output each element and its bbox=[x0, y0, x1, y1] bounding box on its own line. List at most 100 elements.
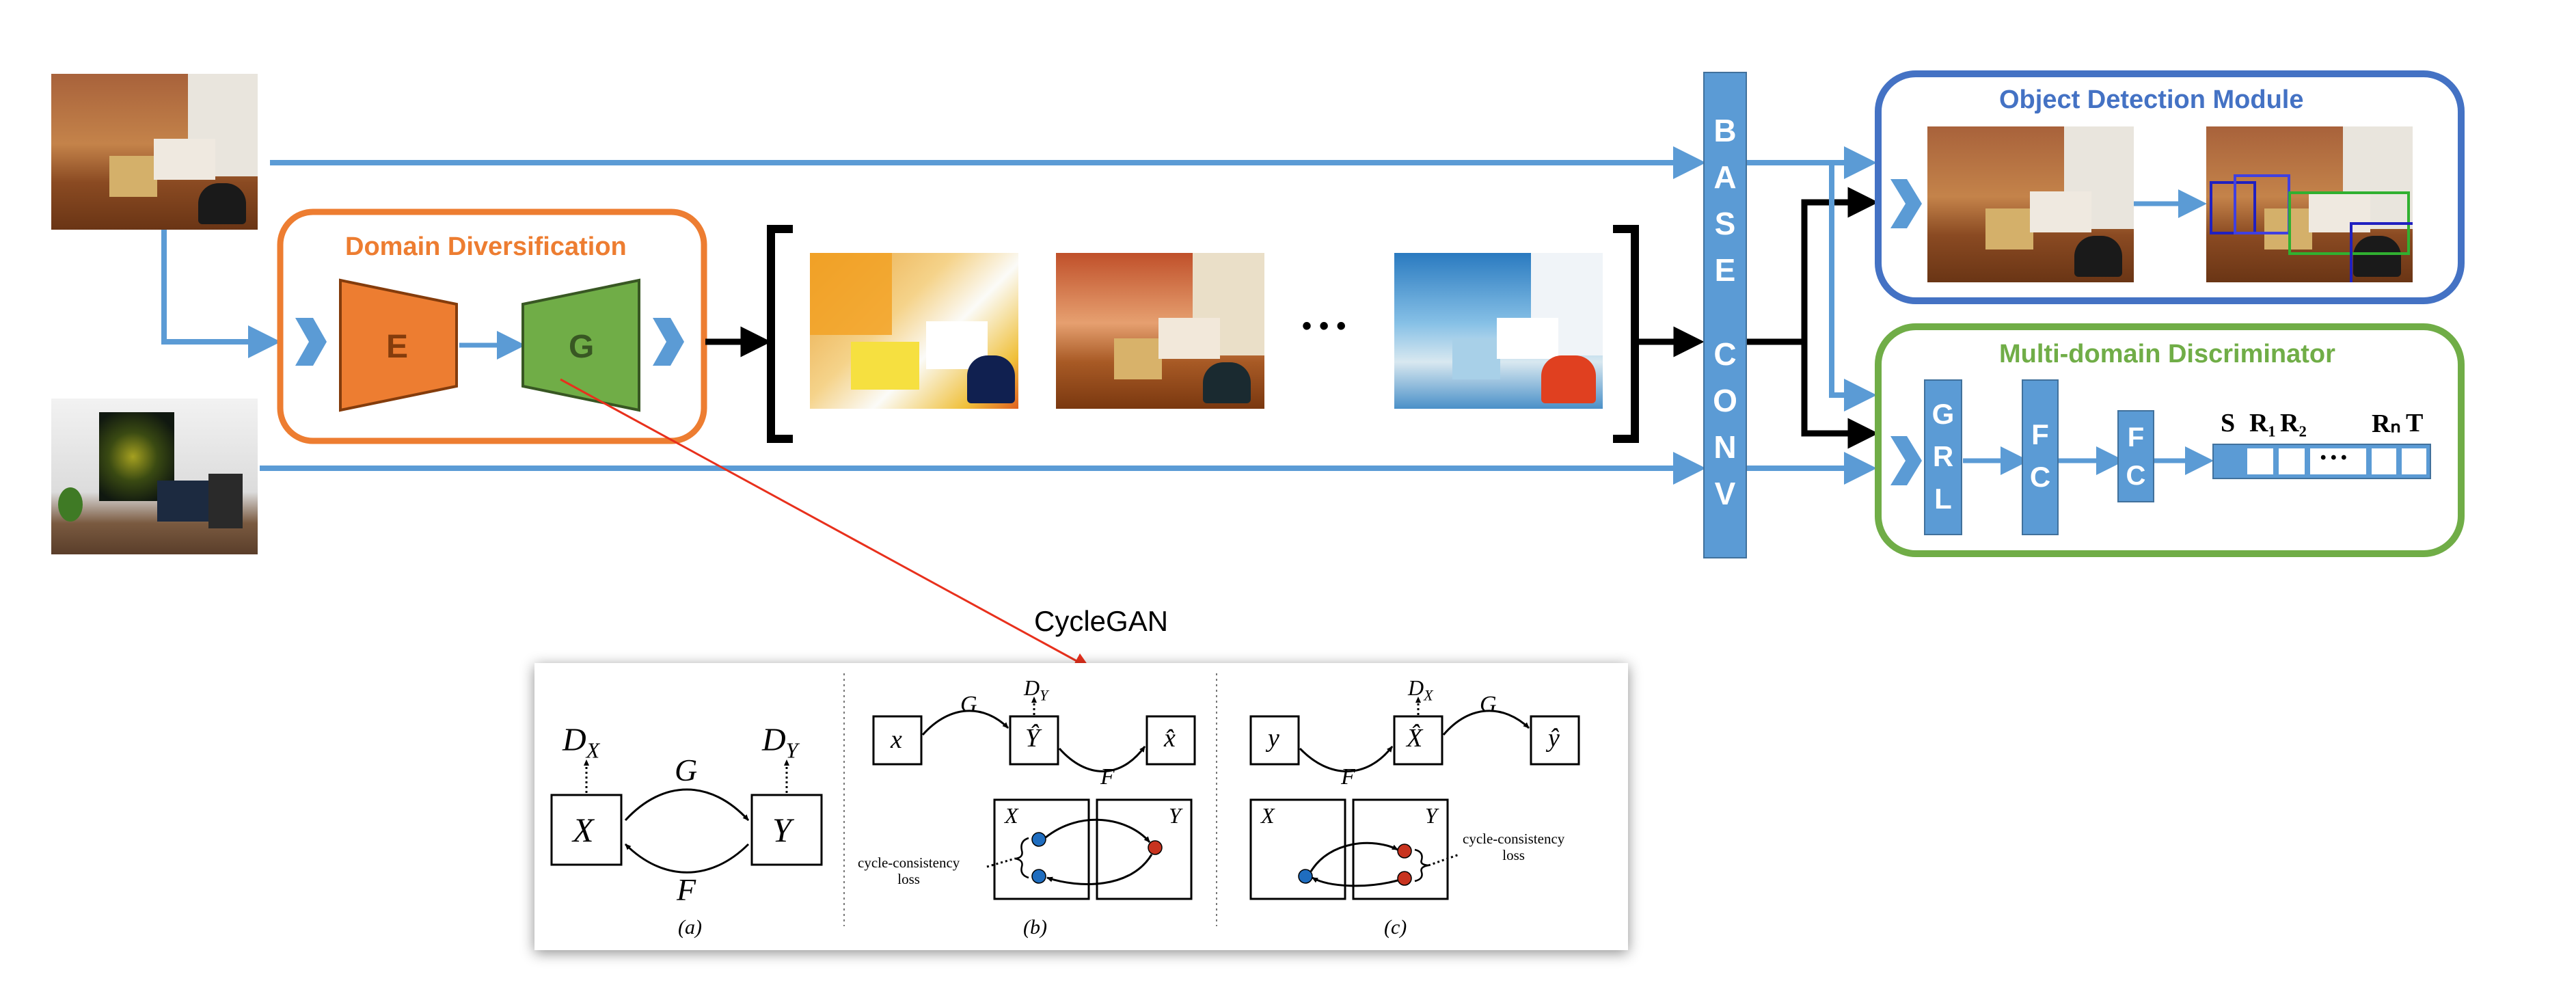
vector-cell-s bbox=[2219, 448, 2242, 474]
b-box-yhat bbox=[1009, 715, 1059, 766]
left-bracket bbox=[767, 225, 793, 443]
vector-cell-r1 bbox=[2247, 448, 2273, 474]
c-domain-x bbox=[1249, 798, 1346, 900]
base-letter: E bbox=[1714, 252, 1736, 288]
c-dot-red-bottom bbox=[1397, 871, 1412, 886]
object-detection-box bbox=[1875, 70, 2465, 304]
b-loss-dotted bbox=[986, 857, 1016, 868]
discriminator-title: Multi-domain Discriminator bbox=[1999, 340, 2335, 368]
base-letter: S bbox=[1714, 206, 1736, 241]
vector-label-r2: R₂ bbox=[2280, 409, 2307, 437]
c-domain-y bbox=[1352, 798, 1449, 900]
c-yhat-label: ŷ bbox=[1548, 724, 1560, 753]
dd-input-chevron bbox=[295, 318, 327, 366]
b-domain-y-label: Y bbox=[1169, 803, 1181, 828]
b-x-label: x bbox=[891, 725, 902, 754]
a-y-label: Y bbox=[772, 811, 791, 849]
domain-diversification-box bbox=[277, 208, 707, 444]
b-dy-label: DY bbox=[1024, 675, 1048, 704]
object-detection-title: Object Detection Module bbox=[1999, 85, 2304, 114]
diversified-image-1 bbox=[810, 253, 1018, 409]
generator-label: G bbox=[569, 329, 595, 365]
diversified-ellipsis: • • • bbox=[1302, 311, 1346, 341]
detection-output-image bbox=[2206, 126, 2413, 282]
a-x-label: X bbox=[573, 811, 594, 849]
cyclegan-panel bbox=[534, 663, 1628, 950]
a-caption: (a) bbox=[678, 916, 702, 939]
generator-to-cyclegan-link bbox=[560, 378, 1091, 669]
b-box-xhat bbox=[1145, 715, 1196, 766]
diversified-image-2 bbox=[1056, 253, 1264, 409]
a-f-label: F bbox=[677, 872, 696, 907]
a-box-y bbox=[750, 794, 823, 866]
c-loss-dotted bbox=[1428, 853, 1460, 867]
conv-letter: N bbox=[1713, 429, 1737, 465]
vector-label-s: S bbox=[2221, 409, 2236, 437]
c-caption: (c) bbox=[1384, 916, 1407, 939]
base-to-disc-black bbox=[1801, 342, 1879, 449]
b-xhat-label: x̂ bbox=[1164, 724, 1176, 753]
vector-label-t: T bbox=[2406, 409, 2424, 437]
base-conv-block: B A S E C O N V bbox=[1703, 72, 1747, 558]
c-dx-label: DX bbox=[1408, 675, 1433, 704]
c-dot-red-top bbox=[1397, 844, 1412, 859]
source-to-dd-arrow bbox=[161, 229, 281, 358]
od-input-chevron bbox=[1890, 179, 1922, 228]
c-box-y bbox=[1249, 715, 1300, 766]
cyclegan-title: CycleGAN bbox=[1034, 605, 1169, 637]
encoder-block bbox=[339, 278, 458, 412]
diversified-image-n bbox=[1394, 253, 1603, 409]
b-domain-x bbox=[993, 798, 1090, 900]
bbox bbox=[2234, 174, 2290, 234]
domain-diversification-title: Domain Diversification bbox=[345, 232, 627, 261]
b-g-label: G bbox=[960, 692, 977, 717]
source-domain-image bbox=[51, 74, 258, 230]
b-domain-x-label: X bbox=[1005, 803, 1018, 828]
c-g-label: G bbox=[1480, 692, 1497, 717]
c-xhat-label: X̂ bbox=[1407, 724, 1423, 753]
a-dy-label: DY bbox=[762, 722, 798, 763]
base-letter: B bbox=[1713, 113, 1737, 148]
b-caption: (b) bbox=[1023, 916, 1047, 939]
bbox bbox=[2210, 181, 2256, 234]
a-arrow-g bbox=[624, 788, 750, 822]
b-domain-y bbox=[1096, 798, 1193, 900]
dd-output-chevron bbox=[653, 318, 684, 366]
c-forward-arc bbox=[1310, 841, 1398, 872]
a-dx-label: DX bbox=[562, 722, 600, 763]
vector-cell-dots bbox=[2310, 448, 2366, 474]
a-g-label: G bbox=[675, 753, 698, 787]
bbox bbox=[2350, 222, 2413, 282]
conv-letter: V bbox=[1714, 476, 1736, 511]
vector-cell-r2 bbox=[2279, 448, 2305, 474]
b-forward-arc bbox=[1045, 818, 1151, 843]
c-domain-y-label: Y bbox=[1425, 803, 1437, 828]
base-to-od-black bbox=[1746, 187, 1879, 345]
b-dot-red bbox=[1148, 840, 1163, 855]
c-box-xhat bbox=[1393, 715, 1443, 766]
b-box-x bbox=[872, 715, 923, 766]
encoder-label: E bbox=[386, 329, 409, 365]
c-domain-x-label: X bbox=[1261, 803, 1275, 828]
b-arrow-g bbox=[921, 710, 1009, 736]
conv-letter: C bbox=[1713, 336, 1737, 372]
vector-cell-rn bbox=[2372, 448, 2396, 474]
b-f-label: F bbox=[1100, 764, 1115, 790]
c-backward-arc bbox=[1312, 876, 1398, 887]
generator-block bbox=[521, 278, 640, 412]
c-f-label: F bbox=[1341, 764, 1355, 790]
b-yhat-label: Ŷ bbox=[1025, 724, 1040, 753]
target-domain-image bbox=[51, 399, 258, 554]
c-dot-blue bbox=[1298, 869, 1313, 884]
a-box-x bbox=[550, 794, 623, 866]
right-bracket bbox=[1613, 225, 1639, 443]
b-dot-blue-bottom bbox=[1031, 869, 1046, 884]
disc-input-chevron bbox=[1890, 436, 1922, 485]
b-backward-arc bbox=[1046, 854, 1153, 885]
conv-letter: O bbox=[1713, 383, 1737, 418]
